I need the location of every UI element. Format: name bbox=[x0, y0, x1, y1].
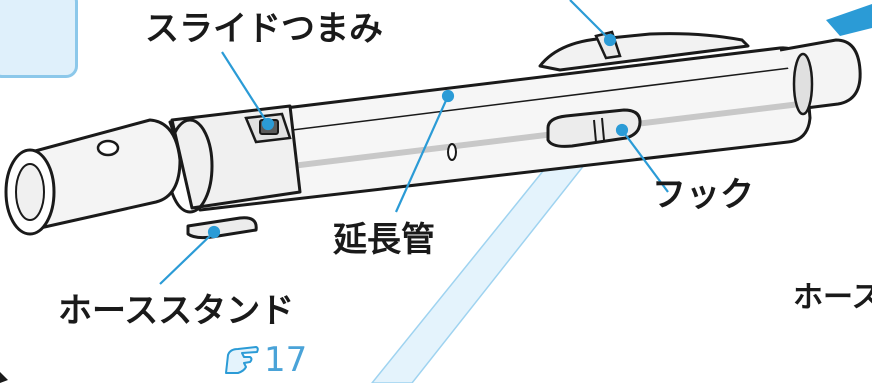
hose-stand-part bbox=[186, 216, 258, 240]
top-clip bbox=[538, 32, 750, 72]
page-reference[interactable]: 17 bbox=[224, 340, 307, 380]
leader-hook bbox=[621, 129, 669, 193]
note-panel bbox=[0, 0, 78, 78]
page-reference-number: 17 bbox=[264, 340, 308, 380]
label-extension-pipe: 延長管 bbox=[333, 220, 435, 260]
direction-arrow bbox=[826, 4, 872, 36]
slide-knob-collar bbox=[166, 104, 302, 214]
leader-top-clip bbox=[569, 0, 611, 41]
pointing-hand-icon bbox=[225, 346, 259, 374]
leader-lines bbox=[159, 0, 669, 285]
extension-pipe bbox=[168, 30, 862, 212]
label-slide-knob: スライドつまみ bbox=[145, 9, 383, 49]
label-hose-partial: ホース bbox=[793, 283, 872, 313]
label-hose-stand: ホーススタンド bbox=[58, 291, 295, 331]
corner-mark bbox=[0, 372, 8, 383]
nozzle-end bbox=[4, 118, 182, 236]
leader-slide-knob bbox=[221, 51, 269, 125]
label-hook: フック bbox=[652, 175, 754, 215]
leader-extension-pipe bbox=[394, 95, 450, 213]
leader-hose-stand bbox=[159, 231, 215, 285]
